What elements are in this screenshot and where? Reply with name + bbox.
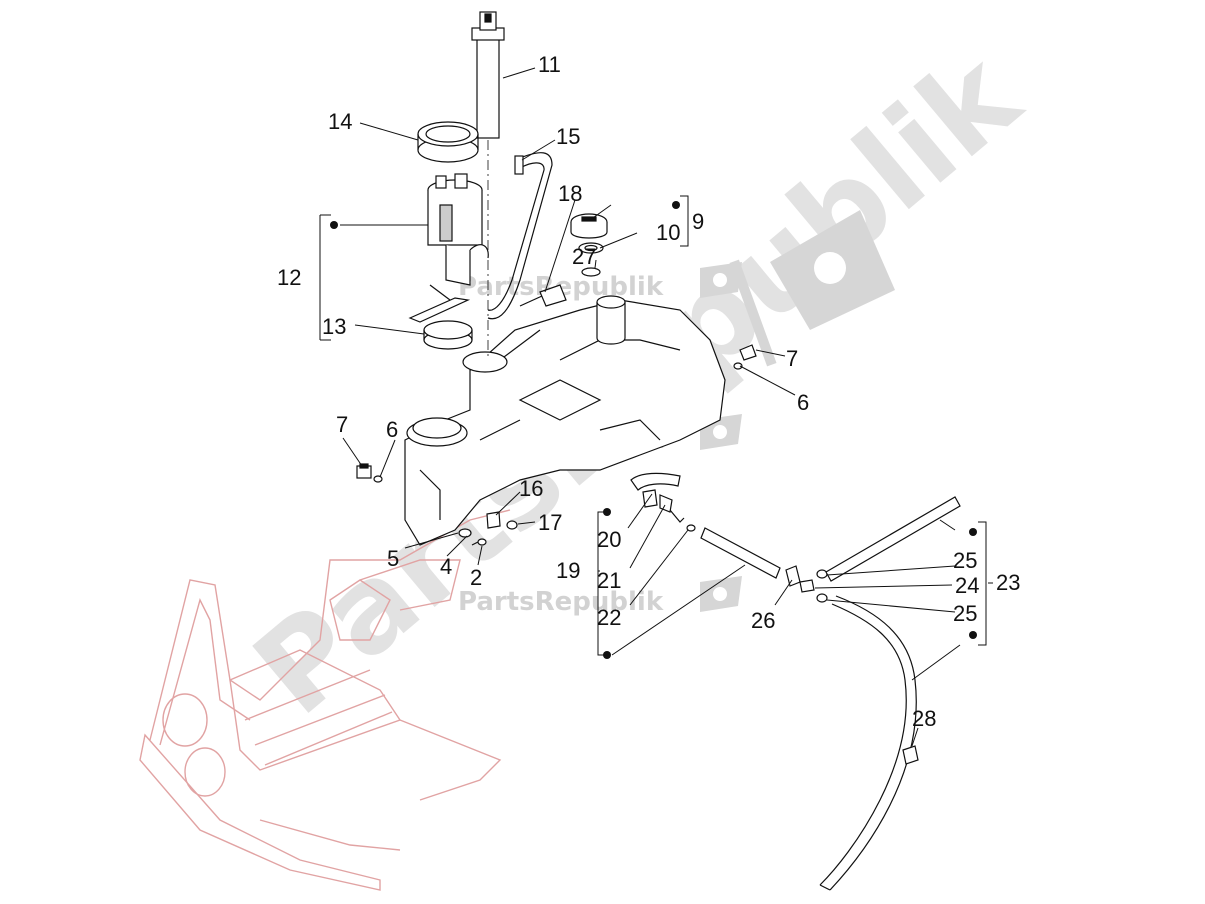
label-2: 2 xyxy=(470,565,482,590)
bullet-dots xyxy=(330,201,977,659)
clip-7-left xyxy=(356,463,372,479)
clip-7-right xyxy=(739,344,757,361)
leader-lines xyxy=(319,67,993,747)
label-7-left: 7 xyxy=(336,412,348,437)
cap-seal-ring xyxy=(581,267,601,277)
clamp-25-top xyxy=(816,569,828,579)
screw-2 xyxy=(471,538,487,546)
label-6-left: 6 xyxy=(386,417,398,442)
pump-gasket xyxy=(423,320,473,350)
vent-pipe xyxy=(700,527,781,579)
ring-nut xyxy=(417,121,479,163)
label-13: 13 xyxy=(322,314,346,339)
label-27: 27 xyxy=(572,244,596,269)
label-20: 20 xyxy=(597,527,621,552)
part-labels: 11 14 15 18 9 10 27 12 13 7 6 7 6 16 17 … xyxy=(277,52,1020,731)
label-18: 18 xyxy=(558,181,582,206)
connector-18 xyxy=(519,284,567,307)
washer-4 xyxy=(458,528,472,538)
bushing-16 xyxy=(486,511,501,529)
clamp-24 xyxy=(799,579,815,593)
clip-28 xyxy=(902,745,919,765)
label-25-top: 25 xyxy=(953,548,977,573)
gear-flag-icon xyxy=(700,210,895,612)
label-5: 5 xyxy=(387,546,399,571)
fuel-cap xyxy=(570,213,608,239)
fuel-pump xyxy=(408,173,489,323)
screw-6-right xyxy=(733,362,743,370)
cap-gasket xyxy=(578,242,604,254)
label-14: 14 xyxy=(328,109,352,134)
label-9: 9 xyxy=(692,209,704,234)
label-15: 15 xyxy=(556,124,580,149)
hose-19-group xyxy=(630,472,696,532)
label-10: 10 xyxy=(656,220,680,245)
label-19: 19 xyxy=(556,558,580,583)
nut-17 xyxy=(506,520,518,530)
clamp-25-bottom xyxy=(816,593,828,603)
label-28: 28 xyxy=(912,706,936,731)
label-11: 11 xyxy=(538,52,561,77)
label-12: 12 xyxy=(277,265,301,290)
label-25-bottom: 25 xyxy=(953,601,977,626)
fuel-level-sensor xyxy=(471,11,505,139)
drain-hose-lower xyxy=(819,595,917,891)
fuel-hose-15 xyxy=(487,152,553,320)
label-21: 21 xyxy=(597,568,621,593)
breather-hose-upper xyxy=(825,496,961,582)
label-26: 26 xyxy=(751,608,775,633)
label-23: 23 xyxy=(996,570,1020,595)
watermark-text-bottom: PartsRepublik xyxy=(458,587,664,617)
label-4: 4 xyxy=(440,554,452,579)
label-6-right: 6 xyxy=(797,390,809,415)
tank-filler-neck xyxy=(596,295,626,345)
t-connector-26 xyxy=(785,565,801,587)
label-22: 22 xyxy=(597,605,621,630)
tank-pump-opening xyxy=(406,351,508,447)
screw-6-left xyxy=(373,475,383,483)
label-16: 16 xyxy=(519,476,543,501)
label-7-right: 7 xyxy=(786,346,798,371)
label-17: 17 xyxy=(538,510,562,535)
label-24: 24 xyxy=(955,573,979,598)
